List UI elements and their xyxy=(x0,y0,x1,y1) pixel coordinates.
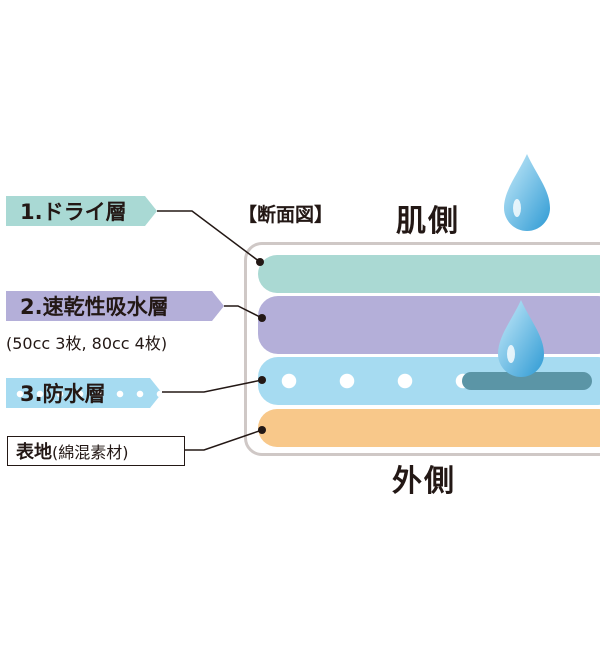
waterproof-barrier xyxy=(462,372,592,390)
section-title: 【断面図】 xyxy=(238,204,334,226)
dry-layer xyxy=(258,255,600,293)
surface-material-text: (綿混素材) xyxy=(52,443,129,462)
label-waterproof-layer: 3.防水層 xyxy=(6,378,162,408)
outer-fabric-layer xyxy=(258,409,600,447)
leader-line-absorb xyxy=(224,305,263,319)
absorbent-layer xyxy=(258,296,600,354)
skin-side-label: 肌側 xyxy=(396,204,460,239)
leader-line-surface xyxy=(185,429,263,451)
leader-line-dry xyxy=(157,210,261,263)
leader-dot-absorb xyxy=(258,314,266,322)
outer-side-label: 外側 xyxy=(392,464,456,499)
label-absorbent-layer: 2.速乾性吸水層 xyxy=(6,291,224,321)
label-surface-fabric: 表地 (綿混素材) xyxy=(7,436,185,466)
water-drop-icon xyxy=(498,300,544,377)
leader-line-waterproof xyxy=(162,379,263,393)
leader-dot-surface xyxy=(258,426,266,434)
surface-main-text: 表地 xyxy=(16,442,52,463)
water-drop-icon xyxy=(504,154,550,231)
leader-dot-dry xyxy=(256,258,264,266)
absorbent-capacity-note: (50cc 3枚, 80cc 4枚) xyxy=(6,334,168,353)
label-dry-layer: 1.ドライ層 xyxy=(6,196,157,226)
leader-dot-waterproof xyxy=(258,376,266,384)
